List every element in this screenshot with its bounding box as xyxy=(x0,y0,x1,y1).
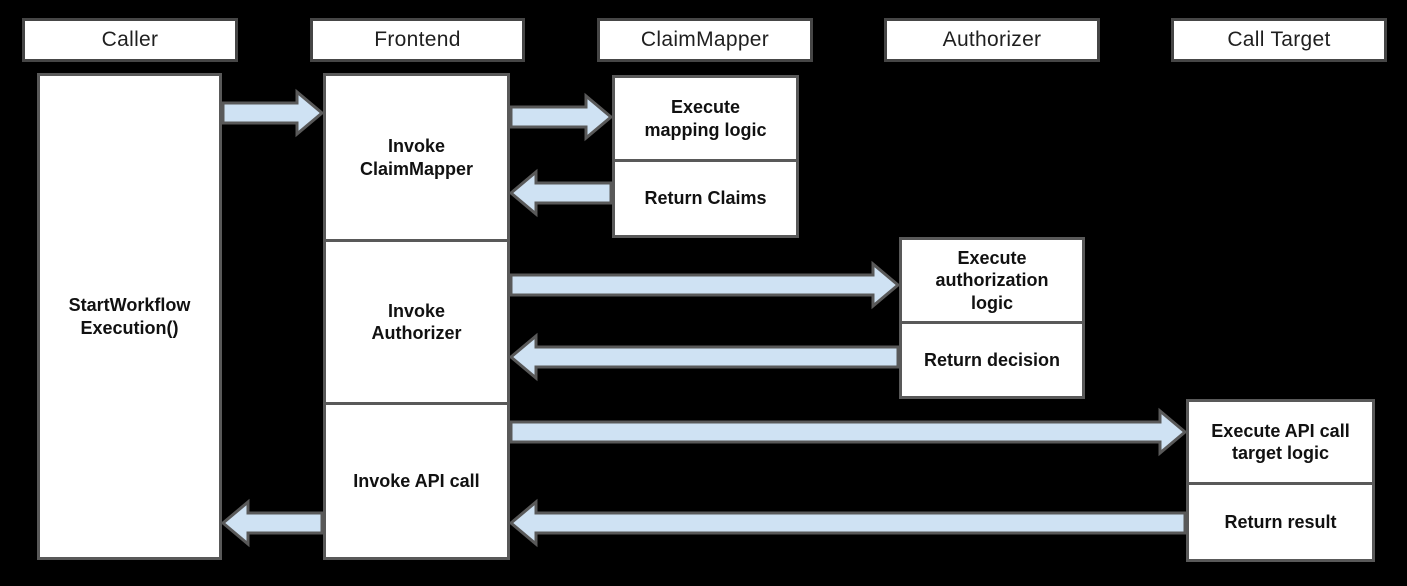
lane-header-caller: Caller xyxy=(22,18,238,62)
caller-activation-box: StartWorkflow Execution() xyxy=(37,73,222,560)
authorizer-activation-box: Execute authorization logic Return decis… xyxy=(899,237,1085,399)
arrow-polygon xyxy=(220,498,324,548)
lane-header-frontend: Frontend xyxy=(310,18,525,62)
arrow-polygon xyxy=(508,168,613,218)
arrow-left-icon xyxy=(508,498,1187,548)
call-target-activation-box: Execute API call target logic Return res… xyxy=(1186,399,1375,562)
call-target-execute-label: Execute API call target logic xyxy=(1211,420,1350,464)
authorizer-return-label: Return decision xyxy=(902,321,1082,396)
arrow-polygon xyxy=(509,260,901,310)
arrow-polygon xyxy=(508,498,1187,548)
arrow-left-icon xyxy=(508,168,613,218)
frontend-invoke-api-call-label: Invoke API call xyxy=(326,402,507,557)
arrow-polygon xyxy=(509,92,614,142)
arrow-left-icon xyxy=(220,498,324,548)
lane-header-call-target: Call Target xyxy=(1171,18,1387,62)
caller-start-workflow-label: StartWorkflow Execution() xyxy=(68,295,191,338)
arrow-right-icon xyxy=(509,92,614,142)
frontend-activation-box: Invoke ClaimMapper Invoke Authorizer Inv… xyxy=(323,73,510,560)
claimmapper-execute-label: Execute mapping logic xyxy=(644,97,767,140)
arrow-left-icon xyxy=(508,332,900,382)
frontend-invoke-claimmapper-label: Invoke ClaimMapper xyxy=(359,136,474,179)
arrow-right-icon xyxy=(221,88,325,138)
claimmapper-return-label: Return Claims xyxy=(615,159,796,235)
arrow-right-icon xyxy=(509,407,1188,457)
lane-header-authorizer: Authorizer xyxy=(884,18,1100,62)
call-target-return-label: Return result xyxy=(1189,482,1372,559)
arrow-polygon xyxy=(221,88,325,138)
lane-header-claimmapper: ClaimMapper xyxy=(597,18,813,62)
authorizer-execute-label: Execute authorization logic xyxy=(935,247,1049,313)
arrow-polygon xyxy=(509,407,1188,457)
frontend-invoke-authorizer-label: Invoke Authorizer xyxy=(326,239,507,402)
arrow-polygon xyxy=(508,332,900,382)
claimmapper-activation-box: Execute mapping logic Return Claims xyxy=(612,75,799,238)
arrow-right-icon xyxy=(509,260,901,310)
